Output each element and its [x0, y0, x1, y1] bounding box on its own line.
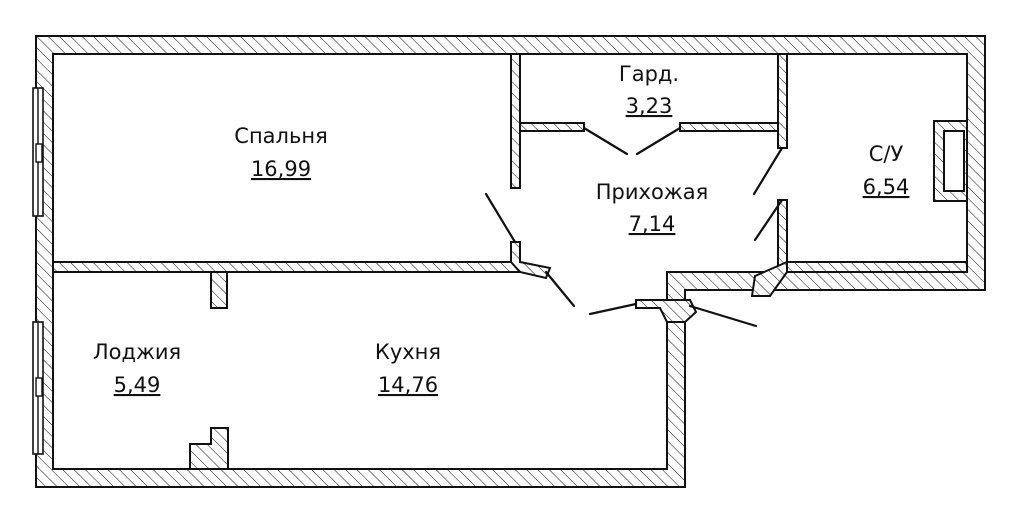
interior-walls — [52, 53, 968, 470]
kitchen-name: Кухня — [375, 340, 441, 364]
kitchen-area: 14,76 — [378, 373, 438, 397]
hallway-area: 7,14 — [629, 212, 676, 236]
room-label-loggia: Лоджия 5,49 — [93, 340, 181, 397]
room-label-kitchen: Кухня 14,76 — [375, 340, 441, 397]
room-label-wardrobe: Гард. 3,23 — [619, 62, 679, 118]
room-label-bedroom: Спальня 16,99 — [234, 124, 327, 181]
exterior-wall — [35, 35, 986, 488]
loggia-area: 5,49 — [114, 373, 161, 397]
windows — [32, 87, 44, 455]
wardrobe-name: Гард. — [619, 62, 679, 86]
loggia-name: Лоджия — [93, 340, 181, 364]
bedroom-area: 16,99 — [251, 157, 311, 181]
bathroom-name: С/У — [869, 142, 904, 166]
bathroom-area: 6,54 — [863, 175, 910, 199]
wardrobe-area: 3,23 — [626, 94, 673, 118]
room-label-bathroom: С/У 6,54 — [863, 142, 910, 199]
room-label-hallway: Прихожая 7,14 — [596, 180, 708, 236]
doors — [484, 126, 784, 328]
bedroom-name: Спальня — [234, 124, 327, 148]
hallway-name: Прихожая — [596, 180, 708, 204]
